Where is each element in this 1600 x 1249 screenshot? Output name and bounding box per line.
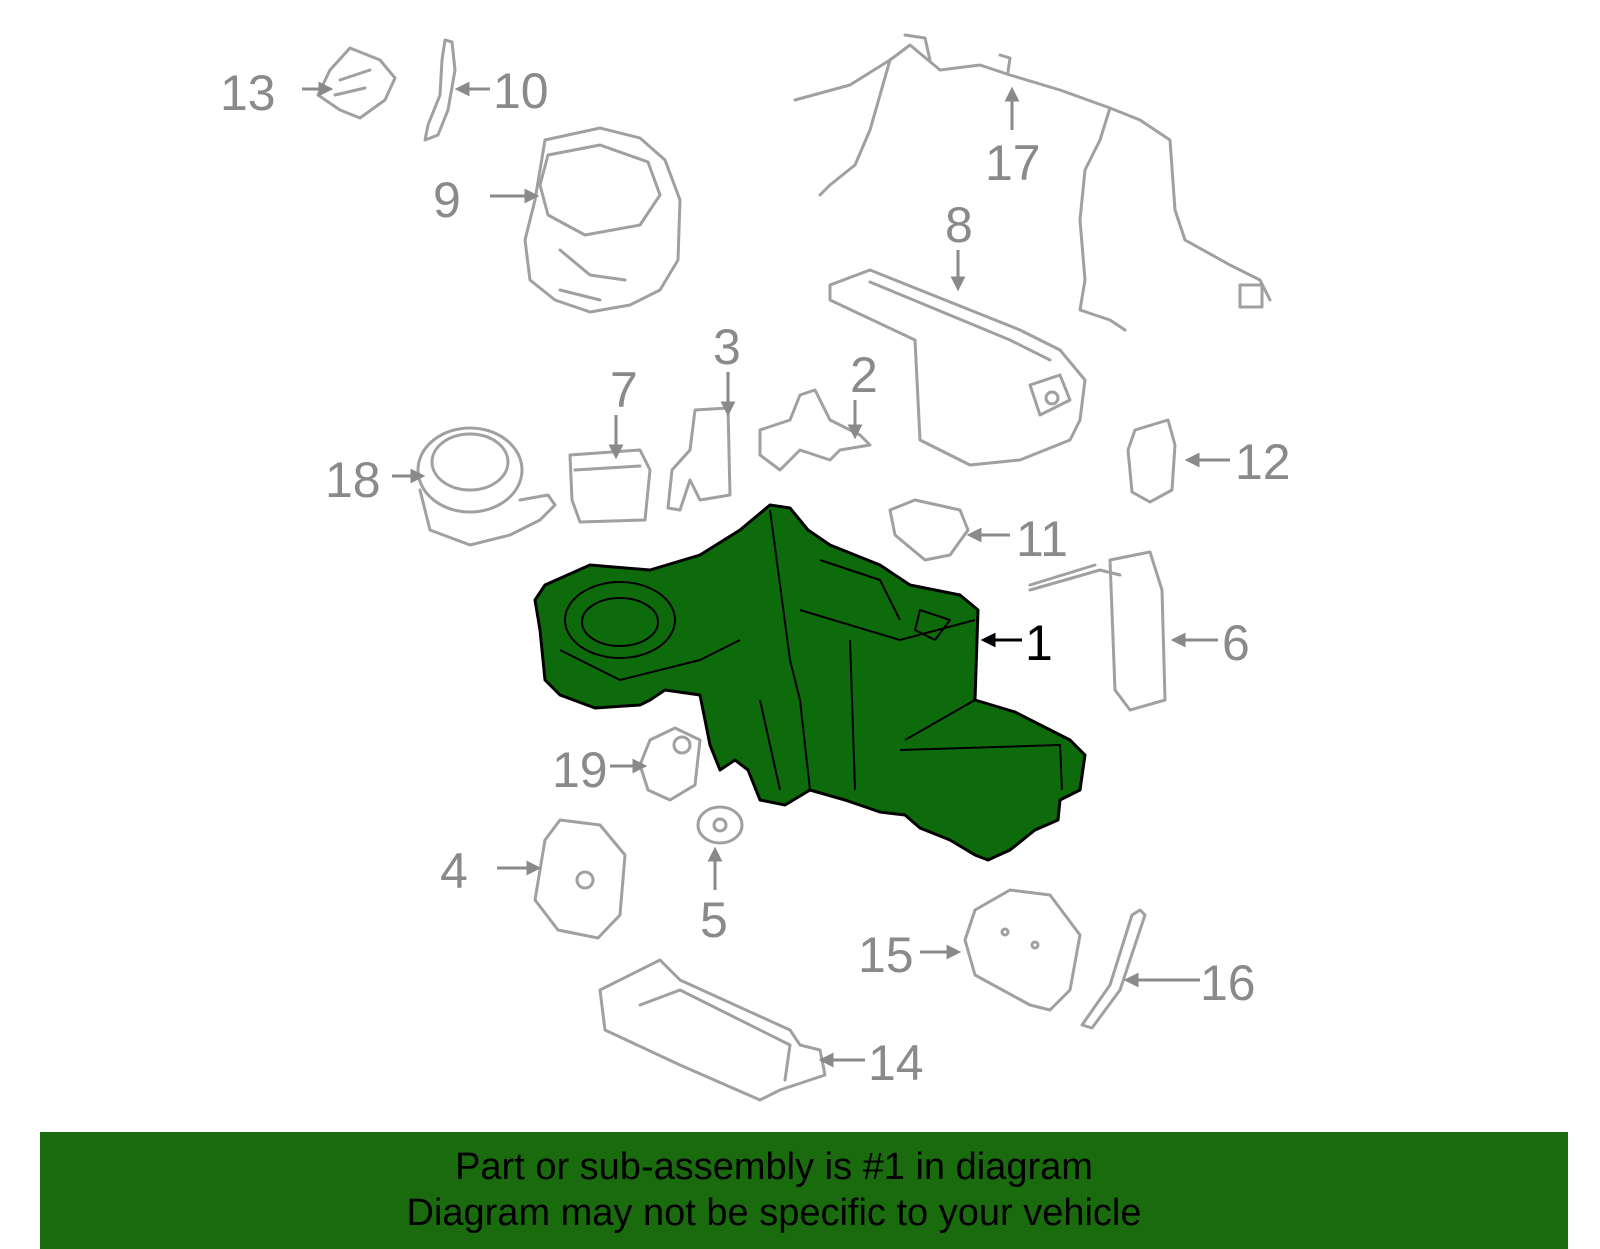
- part-9-blower-housing[interactable]: [523, 126, 682, 314]
- part-8-heater-core[interactable]: [828, 268, 1087, 467]
- part-13-actuator[interactable]: [316, 46, 397, 120]
- callout-6: 6: [1222, 615, 1250, 671]
- banner-line-2: Diagram may not be specific to your vehi…: [406, 1192, 1142, 1234]
- part-10-bracket[interactable]: [423, 38, 457, 142]
- part-18-blower-motor[interactable]: [416, 426, 557, 547]
- part-16-tube[interactable]: [1080, 908, 1147, 1030]
- callout-19: 19: [552, 742, 608, 798]
- callout-13: 13: [220, 65, 276, 121]
- part-3-bracket[interactable]: [666, 406, 732, 512]
- parts-diagram: [302, 33, 1272, 1102]
- part-6-evaporator[interactable]: [1028, 550, 1167, 712]
- part-5-grommet[interactable]: [696, 805, 744, 845]
- part-1-hvac-case[interactable]: [533, 503, 1087, 862]
- callout-16: 16: [1200, 955, 1256, 1011]
- callout-5: 5: [700, 892, 728, 948]
- callout-18: 18: [325, 452, 381, 508]
- callout-7: 7: [610, 362, 638, 418]
- callout-15: 15: [858, 927, 914, 983]
- callout-17: 17: [985, 135, 1041, 191]
- callout-2: 2: [850, 347, 878, 403]
- callout-10: 10: [493, 63, 549, 119]
- callout-9: 9: [433, 172, 461, 228]
- part-4-module[interactable]: [533, 818, 627, 940]
- part-2-bracket[interactable]: [758, 388, 872, 472]
- callout-3: 3: [713, 319, 741, 375]
- part-12-actuator[interactable]: [1126, 418, 1177, 504]
- callout-1: 1: [1025, 615, 1053, 671]
- callout-12: 12: [1235, 434, 1291, 490]
- callout-14: 14: [868, 1035, 924, 1091]
- callout-11: 11: [1016, 511, 1068, 567]
- callout-8: 8: [945, 197, 973, 253]
- part-11-bracket[interactable]: [888, 498, 970, 562]
- info-banner: Part or sub-assembly is #1 in diagram Di…: [40, 1132, 1568, 1249]
- part-17-wiring-harness[interactable]: [793, 33, 1272, 332]
- callout-4: 4: [440, 843, 468, 899]
- part-19-valve[interactable]: [638, 726, 702, 802]
- part-14-duct[interactable]: [598, 958, 827, 1102]
- banner-line-1: Part or sub-assembly is #1 in diagram: [455, 1146, 1093, 1188]
- part-7-resistor[interactable]: [568, 448, 652, 524]
- part-15-cover[interactable]: [963, 888, 1082, 1012]
